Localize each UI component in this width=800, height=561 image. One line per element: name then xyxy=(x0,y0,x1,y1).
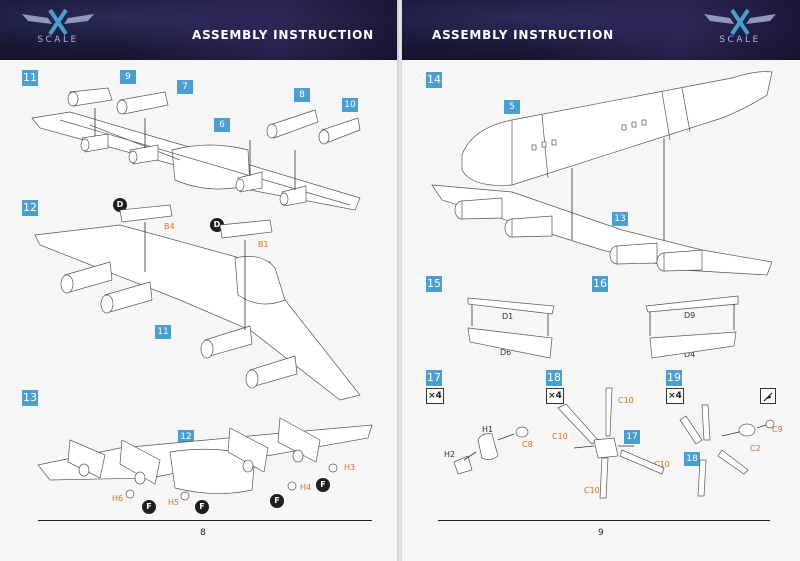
part-h2-label: H2 xyxy=(444,450,456,459)
part-d4-label: D4 xyxy=(684,350,696,359)
page-number-8: 8 xyxy=(200,528,206,538)
part-d9-label: D9 xyxy=(684,311,696,320)
part-d6-label: D6 xyxy=(500,348,512,357)
logo-text: SCALE xyxy=(719,35,761,45)
page-number-9: 9 xyxy=(598,528,604,538)
part-11-label: 11 xyxy=(155,325,171,339)
page-title-left: ASSEMBLY INSTRUCTION xyxy=(192,28,374,42)
part-c10-top-label: C10 xyxy=(618,396,634,405)
step-17-number: 17 xyxy=(426,370,442,386)
page-9: ASSEMBLY INSTRUCTION SCALE 14 5 13 15 16… xyxy=(402,0,800,561)
page-header-left xyxy=(0,0,398,60)
qty-17: ×4 xyxy=(426,388,444,404)
marker-f-1: F xyxy=(142,500,156,514)
logo-text: SCALE xyxy=(37,35,79,45)
step-12-number: 12 xyxy=(22,200,38,216)
step-19-number: 19 xyxy=(666,370,682,386)
part-c2-label: C2 xyxy=(750,444,761,453)
marker-f-3: F xyxy=(270,494,284,508)
part-8-label: 8 xyxy=(294,88,310,102)
part-17-label: 17 xyxy=(624,430,640,444)
part-h3-label: H3 xyxy=(344,463,356,472)
part-b4-label: B4 xyxy=(164,222,175,231)
xscale-logo-right: SCALE xyxy=(700,8,780,54)
step-18-number: 18 xyxy=(546,370,562,386)
step-15-number: 15 xyxy=(426,276,442,292)
part-c10-left-label: C10 xyxy=(552,432,568,441)
step-14-number: 14 xyxy=(426,72,442,88)
qty-18: ×4 xyxy=(546,388,564,404)
left-page-drawings xyxy=(31,87,373,501)
part-13-label: 13 xyxy=(612,212,628,226)
part-h1-label: H1 xyxy=(482,425,494,434)
part-7-label: 7 xyxy=(177,80,193,94)
qty-19: ×4 xyxy=(666,388,684,404)
right-page-drawings xyxy=(431,71,775,499)
step-13-number: 13 xyxy=(22,390,38,406)
part-10-label: 10 xyxy=(342,98,358,112)
marker-f-4: F xyxy=(316,478,330,492)
page-title-right: ASSEMBLY INSTRUCTION xyxy=(432,28,614,42)
page-8: SCALE ASSEMBLY INSTRUCTION 11 9 7 8 10 6… xyxy=(0,0,398,561)
part-18-label: 18 xyxy=(684,452,700,466)
part-c10-bottom-label: C10 xyxy=(584,486,600,495)
marker-f-2: F xyxy=(195,500,209,514)
part-9-label: 9 xyxy=(120,70,136,84)
part-5-label: 5 xyxy=(504,100,520,114)
part-h4-label: H4 xyxy=(300,483,312,492)
xscale-logo-left: SCALE xyxy=(18,8,98,54)
part-b1-label: B1 xyxy=(258,240,269,249)
marker-d-1: D xyxy=(113,198,127,212)
footer-rule-right xyxy=(438,520,770,521)
part-6-label: 6 xyxy=(214,118,230,132)
part-c9-label: C9 xyxy=(772,425,783,434)
part-c8-label: C8 xyxy=(522,440,533,449)
part-h5-label: H5 xyxy=(168,498,180,507)
part-h6-label: H6 xyxy=(112,494,124,503)
step-11-number: 11 xyxy=(22,70,38,86)
part-12-label: 12 xyxy=(178,430,194,444)
part-d1-label: D1 xyxy=(502,312,514,321)
no-glue-icon xyxy=(760,388,776,404)
part-c10-right-label: C10 xyxy=(654,460,670,469)
footer-rule-left xyxy=(38,520,372,521)
step-16-number: 16 xyxy=(592,276,608,292)
page-gutter xyxy=(397,0,403,561)
